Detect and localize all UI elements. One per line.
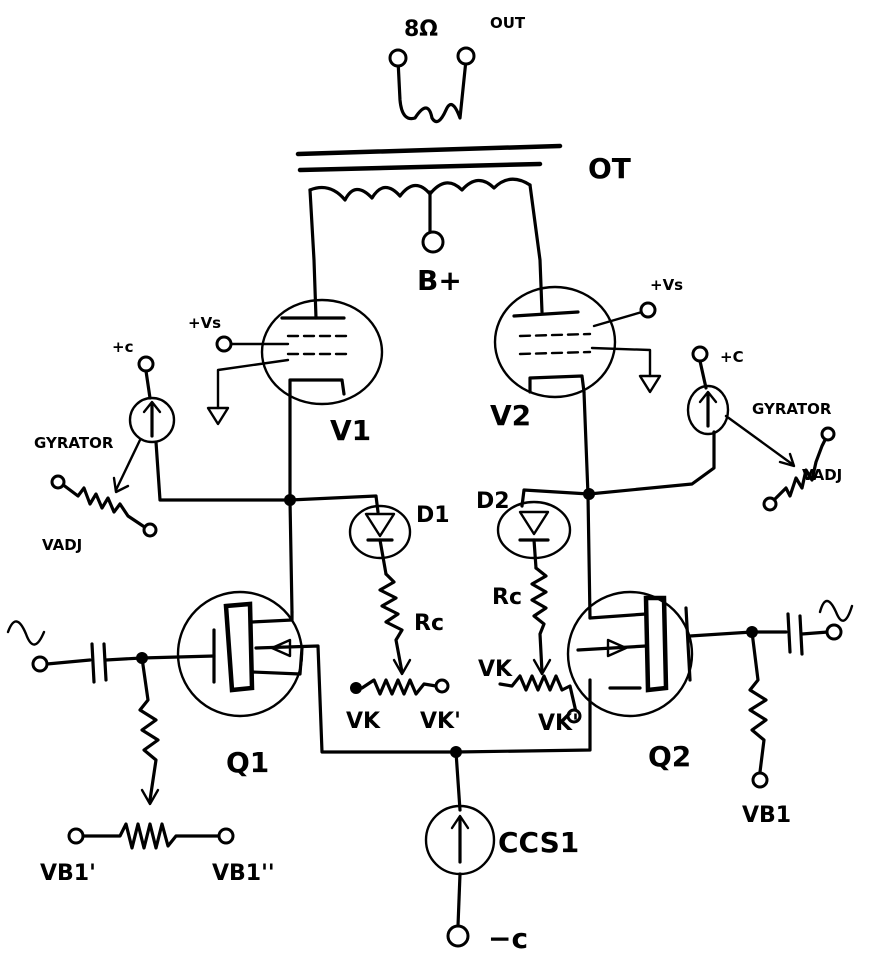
q2-label: Q2: [648, 740, 691, 773]
v1-label: V1: [330, 414, 371, 447]
gyrator-left-label: GYRATOR: [34, 434, 114, 452]
output-out-label: OUT: [490, 14, 526, 32]
transformer-label: OT: [588, 152, 631, 185]
right-gate-network: [688, 599, 854, 789]
bias-vb1-prime-label: VB1': [40, 861, 96, 886]
gyrator-left-supply-label: +c: [112, 338, 133, 356]
gyrator-right-label: GYRATOR: [752, 400, 832, 418]
output-transformer: [295, 46, 563, 254]
output-impedance-label: 8Ω: [404, 17, 438, 42]
mosfet-q2: [454, 590, 694, 754]
d2-label: D2: [476, 489, 510, 514]
input-network: [6, 620, 235, 850]
pot-right-wiper-arrow: [532, 658, 552, 676]
core-line-top: [295, 143, 563, 157]
gyrator-right-supply-label: +C: [720, 348, 744, 366]
bplus-label: B+: [417, 264, 462, 297]
pot-right-vk1-label: VK': [538, 711, 579, 736]
resistor-rc-left: [378, 572, 404, 674]
resistor-rc-right: [530, 566, 548, 674]
gyrator-right: [587, 345, 836, 512]
output-terminal-right: [456, 46, 476, 66]
pot-left-wiper-arrow: [392, 658, 412, 676]
q1-label: Q1: [226, 746, 269, 779]
pot-right-vk-label: VK: [478, 657, 513, 682]
core-line-bottom: [297, 161, 543, 173]
pot-left-vk-label: VK: [346, 709, 381, 734]
gyrator-right-adj-label: VADJ: [802, 466, 842, 484]
rc-left-label: Rc: [414, 611, 444, 636]
current-source-ccs1: [424, 746, 496, 948]
negative-supply-label: −c: [488, 922, 528, 955]
diode-d1: [288, 494, 412, 576]
ccs-label: CCS1: [498, 826, 579, 859]
v1-plate-lead: [308, 188, 318, 320]
v1-screen-supply-label: +Vs: [188, 314, 221, 332]
bias-vb1-dprime-label: VB1'': [212, 861, 275, 886]
primary-winding: [308, 177, 532, 202]
gyrator-left-adj-label: VADJ: [42, 536, 82, 554]
tube-v2: [493, 285, 662, 399]
pot-right: [498, 674, 582, 724]
bplus-terminal: [421, 230, 445, 254]
v2-screen-supply-label: +Vs: [650, 276, 683, 294]
d1-label: D1: [416, 503, 450, 528]
bias-vb1-right-label: VB1: [742, 803, 791, 828]
pot-left-vk1-label: VK': [420, 709, 461, 734]
output-terminal-left: [388, 48, 408, 68]
mosfet-q1: [176, 590, 458, 754]
gyrator-left: [50, 355, 292, 538]
secondary-winding: [396, 58, 468, 124]
diode-d2: [496, 488, 591, 570]
v2-cathode-lead: [582, 390, 592, 620]
v2-plate-lead: [528, 183, 544, 314]
v2-label: V2: [490, 399, 531, 432]
pot-left: [350, 678, 450, 696]
tube-v1: [206, 298, 384, 426]
rc-right-label: Rc: [492, 585, 522, 610]
